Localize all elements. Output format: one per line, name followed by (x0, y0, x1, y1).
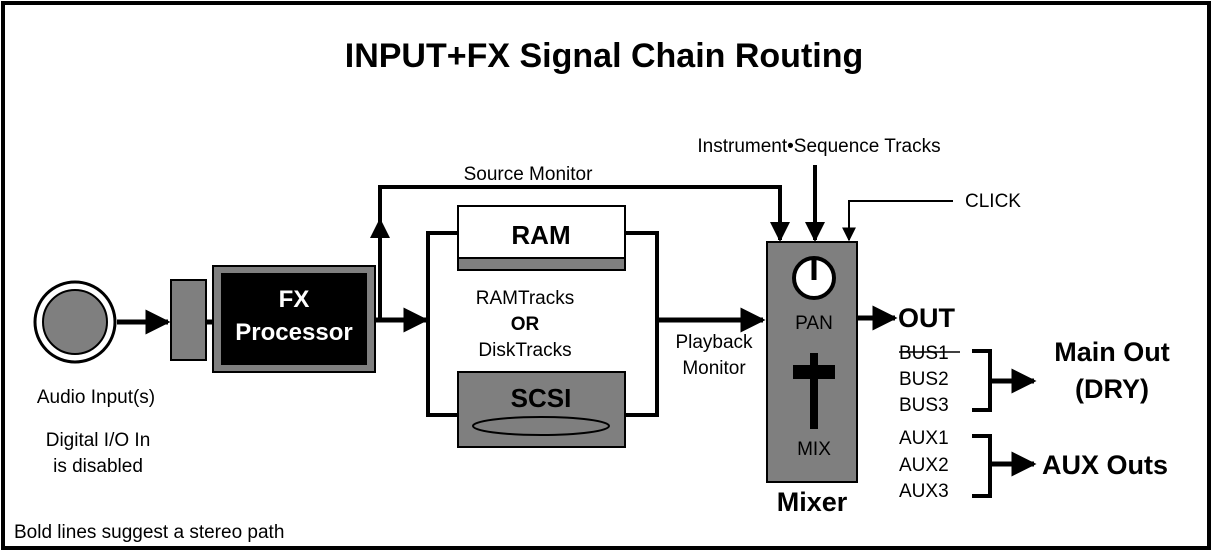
fx-processor-block (212, 265, 376, 373)
scsi-label: SCSI (511, 383, 572, 413)
playback-label-line1: Playback (675, 332, 753, 353)
footnote: Bold lines suggest a stereo path (14, 522, 284, 543)
pan-label: PAN (795, 313, 833, 334)
audio-input-jack-icon (33, 280, 117, 364)
main-out-label-line2: (DRY) (1075, 374, 1149, 404)
main-out-label-line1: Main Out (1054, 337, 1170, 367)
bus1-label: BUS1 (899, 343, 949, 364)
aux1-label: AUX1 (899, 428, 949, 449)
playback-label-line2: Monitor (682, 358, 746, 379)
input-block (170, 279, 207, 361)
digital-io-label-line2: is disabled (53, 456, 143, 477)
split-bracket (426, 231, 459, 417)
disk-platter-icon (472, 416, 610, 436)
audio-input-label: Audio Input(s) (37, 387, 155, 408)
scsi-block (457, 371, 626, 448)
merge-bracket (625, 231, 659, 417)
click-label: CLICK (965, 191, 1021, 212)
aux-outs-label: AUX Outs (1042, 450, 1168, 480)
tracks-or-label: OR (511, 314, 540, 335)
source-monitor-label: Source Monitor (464, 164, 594, 185)
diagram-title: INPUT+FX Signal Chain Routing (345, 37, 864, 75)
tracks-label-line2: DiskTracks (478, 340, 571, 361)
instrument-tracks-label: Instrument•Sequence Tracks (697, 136, 940, 157)
fx-label-line1: FX (279, 286, 310, 313)
digital-io-label-line1: Digital I/O In (46, 430, 151, 451)
aux2-label: AUX2 (899, 455, 949, 476)
tracks-label-line1: RAMTracks (476, 288, 575, 309)
mix-fader-icon (793, 353, 835, 429)
ram-block (457, 205, 626, 271)
mix-label: MIX (797, 439, 831, 460)
bus3-label: BUS3 (899, 395, 949, 416)
aux3-label: AUX3 (899, 481, 949, 502)
out-label: OUT (898, 303, 956, 333)
pan-knob-icon (792, 256, 836, 300)
mixer-label: Mixer (777, 487, 848, 517)
click-arrow (842, 200, 953, 242)
bus2-label: BUS2 (899, 369, 949, 390)
source-monitor-path (378, 185, 790, 242)
ram-label: RAM (511, 220, 570, 250)
fx-label-line2: Processor (235, 319, 352, 346)
